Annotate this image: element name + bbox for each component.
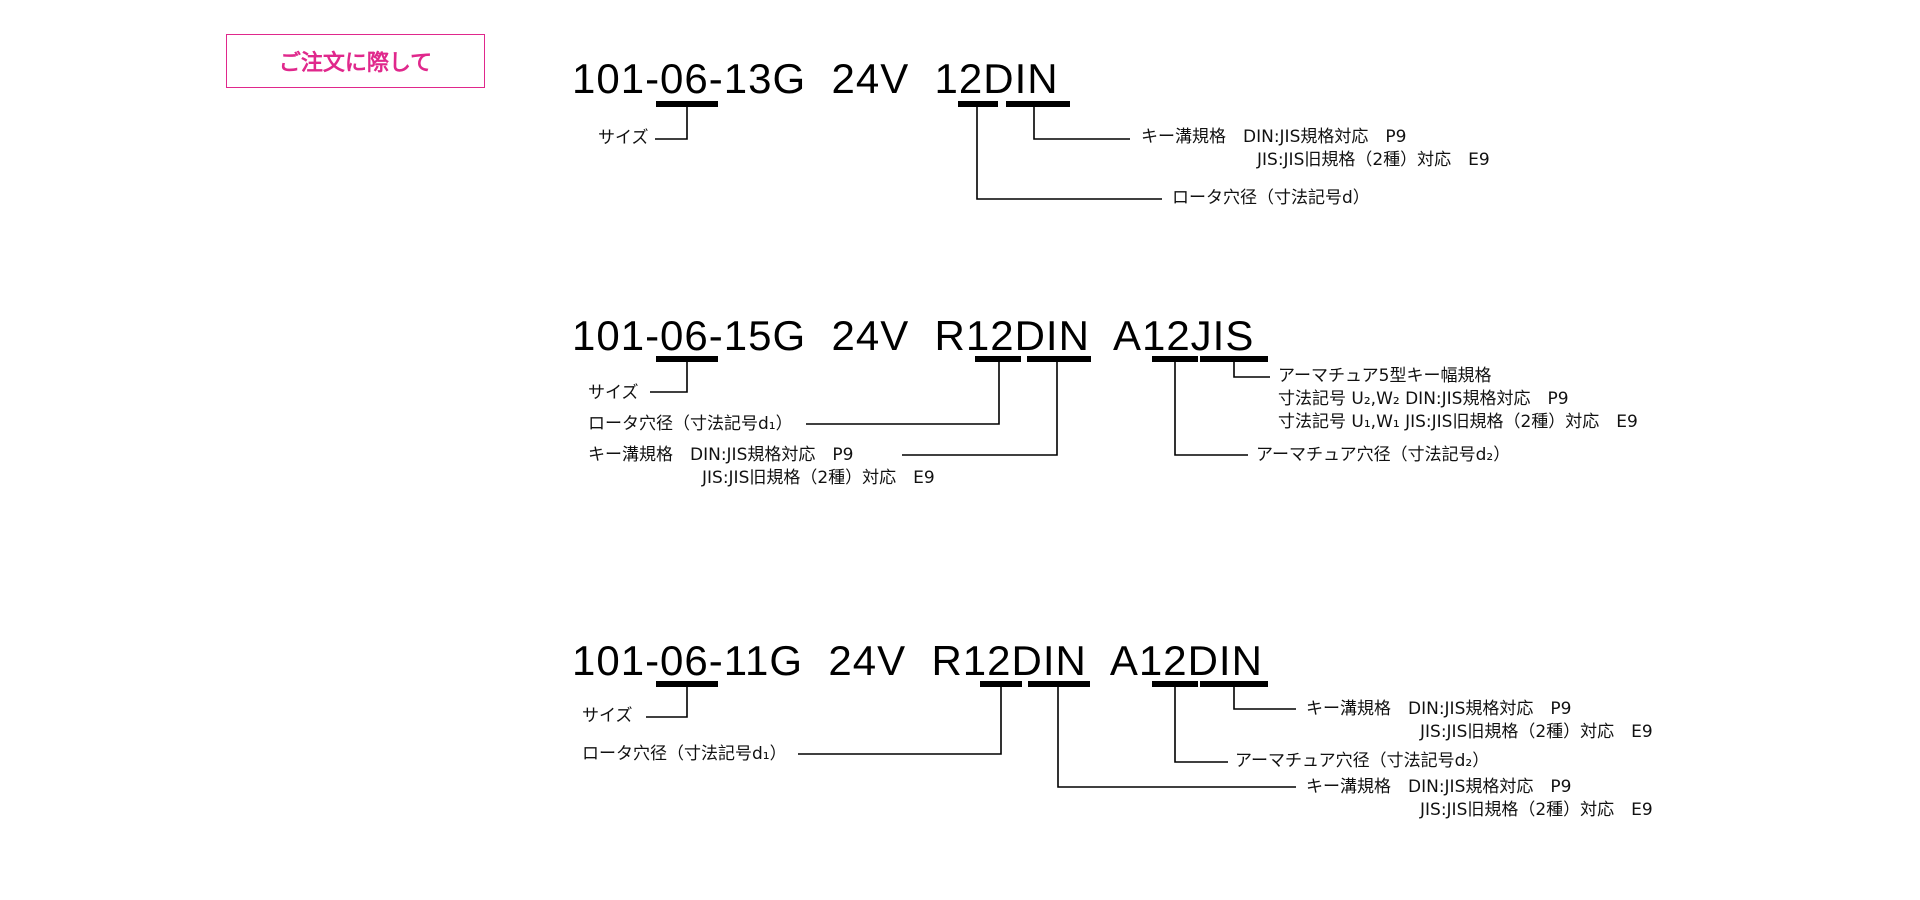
label-armkey-2-line2: 寸法記号 U₂,W₂ DIN:JIS規格対応 P9 [1278,389,1569,409]
leader-size-2 [650,362,688,393]
label-armkey-2-line1: アーマチュア5型キー幅規格 [1278,366,1492,386]
label-key-3-line2: JIS:JIS旧規格（2種）対応 E9 [1420,800,1653,820]
leader-rotor-2 [806,362,1000,425]
leader-armbore-3 [1174,687,1228,763]
label-armbore-2: アーマチュア穴径（寸法記号d₂） [1256,445,1511,465]
leader-key-2 [902,362,1058,456]
model-code-2: 101-06-15G 24V R12DIN A12JIS [572,312,1255,359]
label-size-3: サイズ [582,706,633,726]
leader-rotor-3 [798,687,1002,755]
model-code-1: 101-06-13G 24V 12DIN [572,55,1059,102]
label-rotor-3: ロータ穴径（寸法記号d₁） [582,744,787,764]
label-size-1: サイズ [598,128,649,148]
label-key-1-line1: キー溝規格 DIN:JIS規格対応 P9 [1141,127,1407,147]
label-key-3-line1: キー溝規格 DIN:JIS規格対応 P9 [1306,777,1572,797]
leader-key-1 [1033,107,1130,140]
underline-size-3 [656,681,718,687]
underline-size-1 [656,101,718,107]
underline-size-2 [656,356,718,362]
leader-armbore-2 [1174,362,1248,456]
label-armbore-3: アーマチュア穴径（寸法記号d₂） [1235,751,1490,771]
underline-rotor-2 [975,356,1021,362]
leader-armkey-3 [1233,687,1296,710]
leader-armkey-2 [1233,362,1270,378]
label-rotor-2: ロータ穴径（寸法記号d₁） [588,414,793,434]
underline-armbore-3 [1152,681,1198,687]
leader-rotor-1 [976,107,1162,200]
label-key-1-line2: JIS:JIS旧規格（2種）対応 E9 [1257,150,1490,170]
underline-key-1 [1006,101,1070,107]
leader-key-3 [1057,687,1296,788]
leader-size-1 [655,107,688,140]
label-size-2: サイズ [588,383,639,403]
label-key-2-line2: JIS:JIS旧規格（2種）対応 E9 [702,468,935,488]
model-code-3: 101-06-11G 24V R12DIN A12DIN [572,637,1263,684]
leader-size-3 [646,687,688,718]
underline-rotor-3 [980,681,1022,687]
label-armkey-3-line2: JIS:JIS旧規格（2種）対応 E9 [1420,722,1653,742]
label-key-2-line1: キー溝規格 DIN:JIS規格対応 P9 [588,445,854,465]
underline-key-2 [1027,356,1091,362]
label-armkey-3-line1: キー溝規格 DIN:JIS規格対応 P9 [1306,699,1572,719]
underline-key-3 [1028,681,1090,687]
underline-armkey-3 [1200,681,1268,687]
order-notes-badge: ご注文に際して [226,34,485,88]
underline-armbore-2 [1152,356,1198,362]
label-armkey-2-line3: 寸法記号 U₁,W₁ JIS:JIS旧規格（2種）対応 E9 [1278,412,1638,432]
underline-armkey-2 [1200,356,1268,362]
label-rotor-1: ロータ穴径（寸法記号d） [1172,188,1370,208]
underline-rotor-1 [958,101,998,107]
